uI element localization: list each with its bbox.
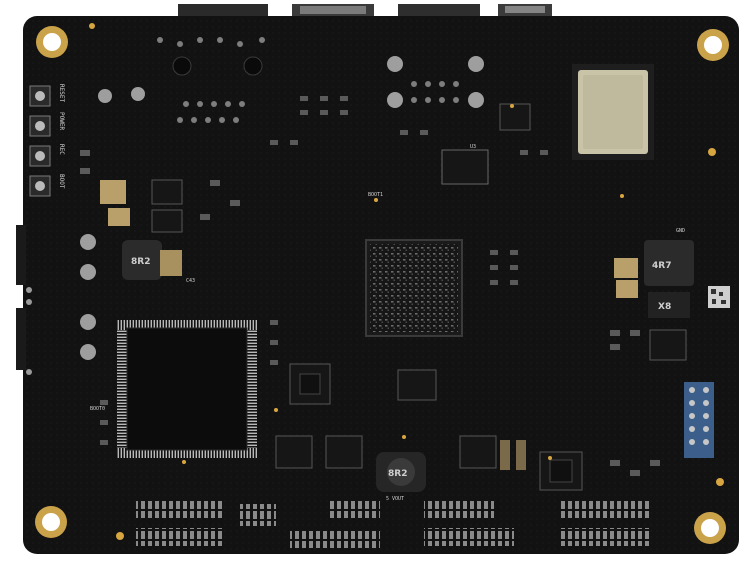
bottom-headers	[136, 500, 650, 548]
boot-label: BOOT	[58, 174, 65, 189]
pin-header-right	[684, 382, 714, 458]
bga-soc	[365, 239, 463, 337]
large-through-holes	[172, 56, 263, 76]
svg-text:X8: X8	[658, 302, 671, 312]
cap-label: C43	[186, 278, 195, 284]
inductor-left: 8R2	[122, 240, 162, 280]
reset-label: RESET	[58, 84, 65, 102]
inductor-bottom: 8R2	[376, 452, 426, 492]
gold-vias	[89, 23, 724, 540]
reset-button	[29, 85, 51, 107]
mounting-hole-top-right	[697, 29, 729, 61]
wifi-module	[572, 64, 654, 160]
boot-button	[29, 175, 51, 197]
svg-text:8R2: 8R2	[388, 469, 407, 479]
small-ics	[151, 103, 687, 491]
boot1-label: BOOT1	[368, 192, 383, 198]
qr-code-label	[708, 286, 730, 308]
ethernet-pad-rows	[157, 37, 459, 123]
svg-text:8R2: 8R2	[131, 257, 150, 267]
capacitors	[100, 180, 638, 298]
left-edge-connectors	[16, 225, 32, 375]
mounting-hole-top-left	[36, 26, 68, 58]
top-connectors	[178, 4, 552, 18]
misc-label: U3	[470, 144, 476, 150]
inductor-right: 4R7	[644, 240, 694, 286]
vout-label: 5 VOUT	[386, 496, 404, 502]
power-diode: X8	[648, 292, 690, 318]
boot0-label: BOOT0	[90, 406, 105, 412]
mounting-holes	[35, 26, 729, 544]
gnd-label: GND	[676, 228, 685, 234]
mounting-hole-bottom-right	[694, 512, 726, 544]
mounting-hole-bottom-left	[35, 506, 67, 538]
rec-label: REC	[58, 144, 65, 155]
rec-button	[29, 145, 51, 167]
through-hole-pads	[80, 56, 484, 360]
qfp-microcontroller	[117, 320, 257, 458]
power-label: POWER	[58, 112, 65, 130]
power-button	[29, 115, 51, 137]
svg-text:4R7: 4R7	[652, 261, 671, 271]
tactile-buttons: RESET POWER REC BOOT	[29, 84, 65, 197]
smd-passives	[80, 96, 660, 476]
